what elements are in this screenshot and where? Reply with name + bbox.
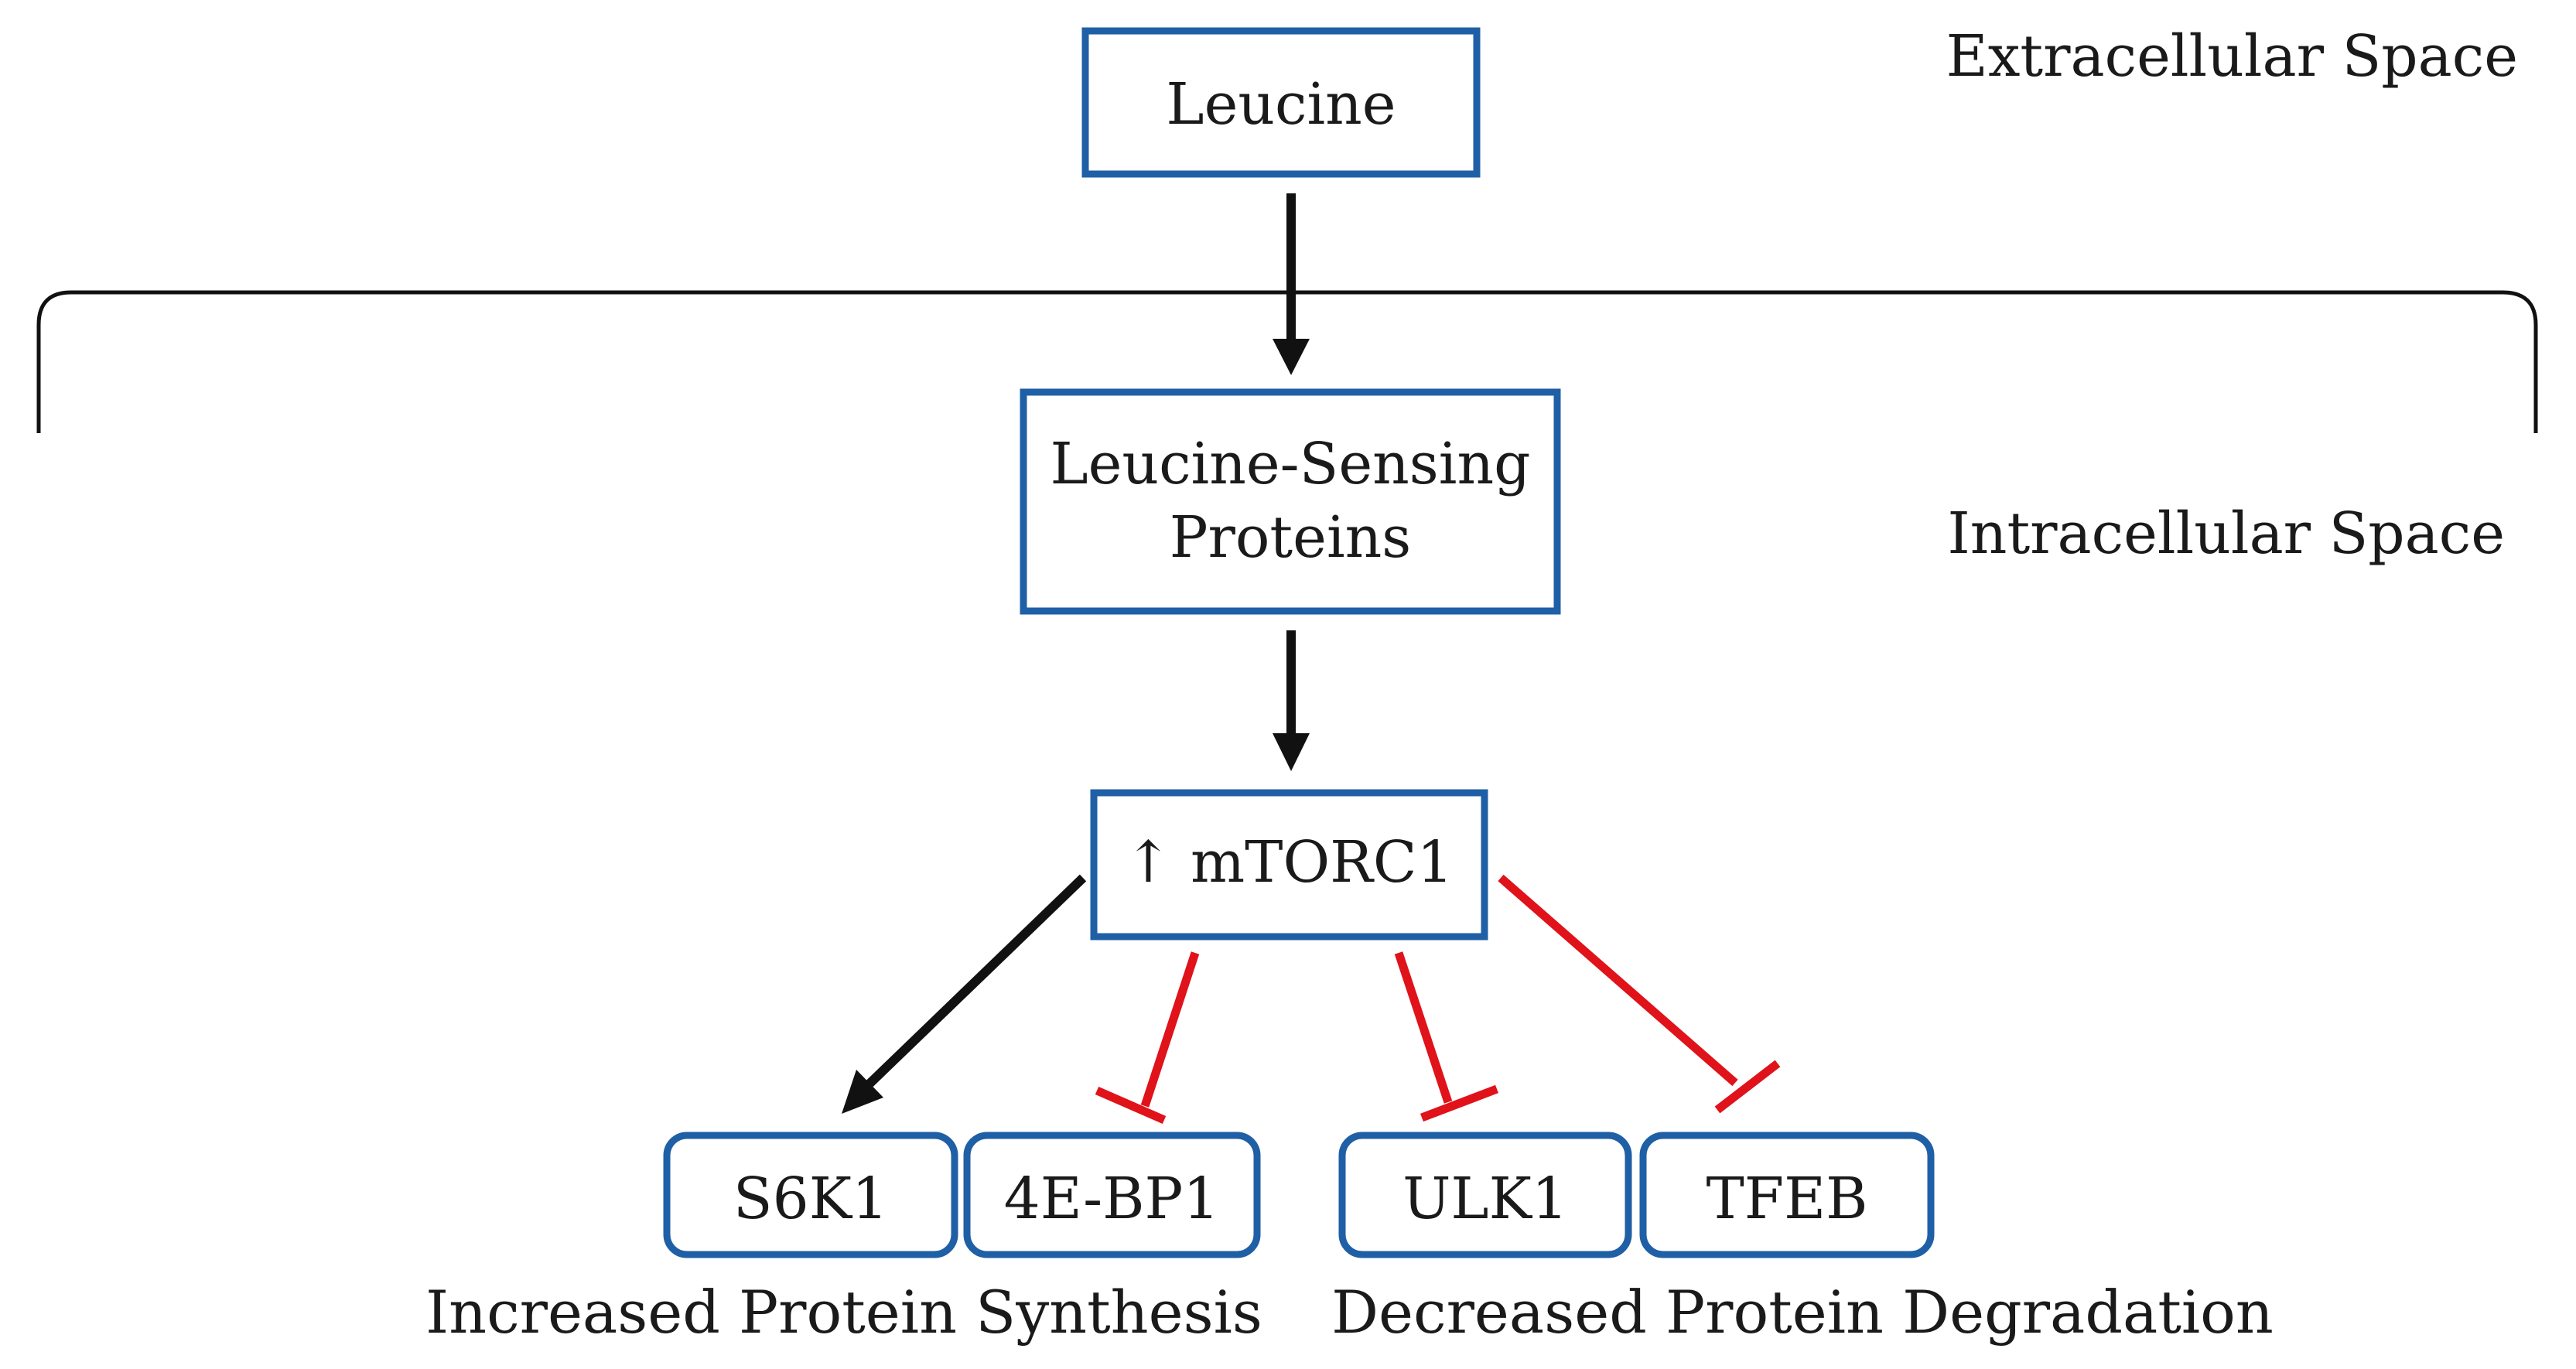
leucine-node: Leucine [1081, 27, 1481, 178]
outcome-synthesis: Increased Protein Synthesis [425, 1278, 1262, 1347]
inhibit-mtorc1-to-tfeb [1498, 874, 1781, 1114]
inhibit-mtorc1-to-ulk1 [1394, 951, 1498, 1122]
tfeb-node: TFEB [1639, 1132, 1935, 1258]
outcome-degradation: Decreased Protein Degradation [1331, 1278, 2274, 1347]
s6k1-node: S6K1 [663, 1132, 958, 1258]
arrow-sensing-to-mtorc1 [1273, 630, 1310, 771]
sensing-proteins-label-line1: Leucine-Sensing [1051, 431, 1531, 497]
arrow-leucine-to-sensing [1273, 193, 1310, 375]
4ebp1-label: 4E-BP1 [1004, 1166, 1220, 1232]
s6k1-label: S6K1 [733, 1166, 888, 1232]
intracellular-label: Intracellular Space [1948, 500, 2505, 567]
ulk1-node: ULK1 [1338, 1132, 1632, 1258]
sensing-proteins-node: Leucine-Sensing Proteins [1020, 388, 1561, 615]
mtorc1-label: ↑ mTORC1 [1124, 829, 1453, 896]
extracellular-label: Extracellular Space [1946, 23, 2518, 90]
inhibit-mtorc1-to-4ebp1 [1095, 951, 1200, 1125]
arrow-mtorc1-to-s6k1 [842, 874, 1087, 1114]
ulk1-label: ULK1 [1402, 1166, 1568, 1232]
sensing-proteins-label-line2: Proteins [1170, 504, 1412, 571]
leucine-label: Leucine [1166, 71, 1396, 138]
mtorc1-node: ↑ mTORC1 [1090, 789, 1488, 941]
4ebp1-node: 4E-BP1 [963, 1132, 1261, 1258]
tfeb-label: TFEB [1706, 1166, 1867, 1232]
